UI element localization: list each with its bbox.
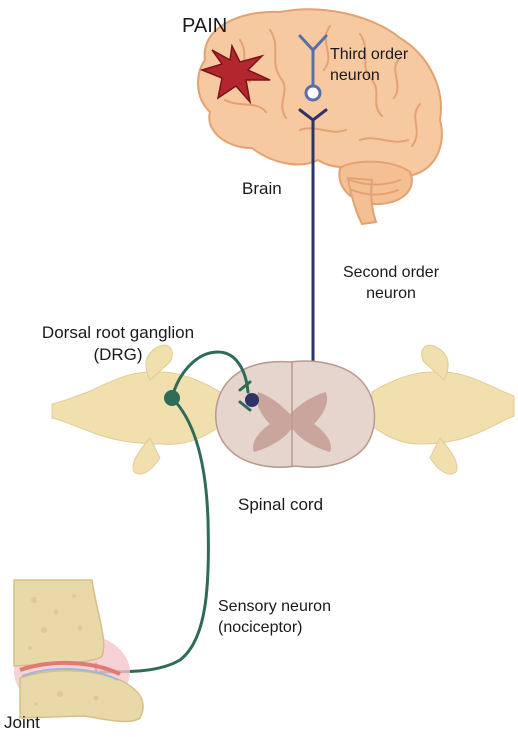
sensory-neuron-label: Sensory neuron (nociceptor) [218, 596, 368, 638]
joint-bone-upper [14, 580, 104, 666]
spinal-cord-section [216, 361, 375, 467]
joint-label: Joint [4, 712, 40, 734]
pain-label: PAIN [182, 14, 227, 38]
spinal-cord-label: Spinal cord [238, 494, 323, 516]
second-order-neuron-label: Second order neuron [326, 262, 456, 304]
spinal-nerve-right [372, 372, 514, 444]
brain-label: Brain [242, 178, 282, 200]
joint-illustration [14, 580, 143, 721]
dorsal-root-ganglion-label: Dorsal root ganglion (DRG) [30, 322, 206, 366]
second-order-cell-body [245, 393, 259, 407]
third-order-neuron-label: Third order neuron [330, 44, 434, 86]
